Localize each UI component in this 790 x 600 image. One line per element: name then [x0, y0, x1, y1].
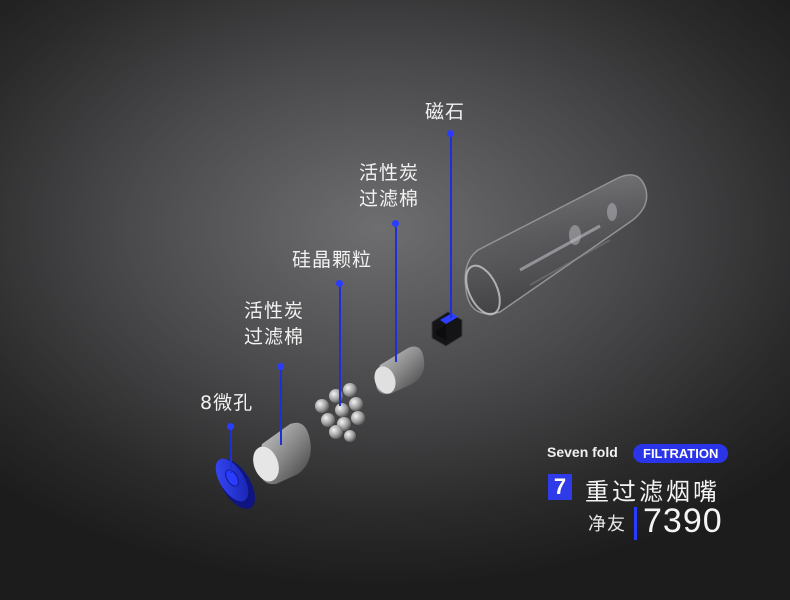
callout-label-magnet: 磁石 — [425, 101, 466, 123]
callout-line2: 过滤棉 — [359, 188, 420, 210]
silica-balls — [315, 383, 365, 442]
callout-line-magnet — [450, 132, 452, 318]
product-headline: 重过滤烟嘴 — [585, 478, 720, 506]
callout-dot-carbon-cotton-upper — [392, 220, 399, 227]
glass-tube — [464, 174, 648, 316]
callout-line1: 活性炭 — [244, 300, 305, 322]
tagline-en: Seven fold — [547, 444, 618, 460]
callout-dot-micro-holes — [227, 423, 234, 430]
tagline-pill: FILTRATION — [633, 444, 729, 463]
filter-count-badge: 7 — [548, 474, 572, 500]
callout-line-micro-holes — [230, 425, 232, 473]
brand-divider — [634, 507, 637, 540]
callout-line-carbon-cotton-lower — [280, 365, 282, 445]
callout-line2: 过滤棉 — [244, 326, 305, 348]
callout-dot-silica — [336, 280, 343, 287]
carbon-cotton-cylinder-lower — [253, 422, 311, 485]
callout-label-carbon-cotton-upper: 活性炭 过滤棉 — [359, 160, 419, 212]
callout-label-carbon-cotton-lower: 活性炭 过滤棉 — [244, 298, 304, 350]
callout-line1: 活性炭 — [359, 162, 420, 184]
micro-hole-disc — [215, 458, 256, 509]
magnet-piece — [431, 311, 463, 347]
callout-dot-carbon-cotton-lower — [277, 363, 284, 370]
callout-line-carbon-cotton-upper — [395, 222, 397, 362]
brand-name: 净友 — [588, 514, 626, 535]
callout-label-micro-holes: 8微孔 — [200, 392, 254, 414]
callout-line-silica — [339, 282, 341, 406]
carbon-cotton-cylinder-upper — [374, 346, 425, 395]
model-number: 7390 — [643, 502, 723, 540]
callout-dot-magnet — [447, 130, 454, 137]
callout-label-silica: 硅晶颗粒 — [292, 249, 373, 271]
